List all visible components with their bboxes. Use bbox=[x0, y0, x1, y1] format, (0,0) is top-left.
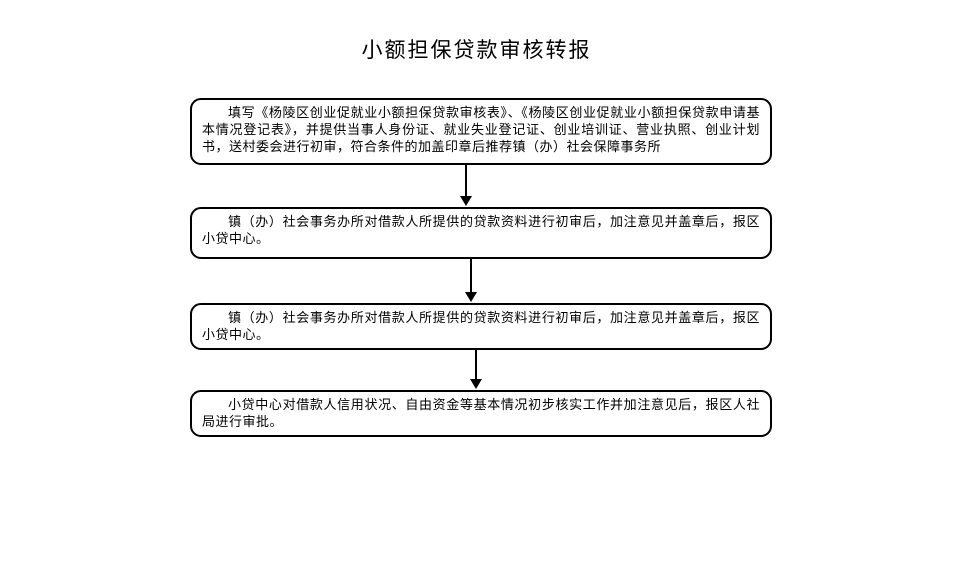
flow-step-1: 填写《杨陵区创业促就业小额担保贷款审核表》、《杨陵区创业促就业小额担保贷款申请基… bbox=[190, 98, 772, 165]
page-title: 小额担保贷款审核转报 bbox=[361, 38, 592, 62]
arrow-down-icon bbox=[465, 292, 477, 302]
arrow-shaft bbox=[470, 259, 472, 292]
flow-arrow-2 bbox=[465, 259, 477, 302]
flow-step-2: 镇（办）社会事务办所对借款人所提供的贷款资料进行初审后，加注意见并盖章后，报区小… bbox=[190, 207, 772, 259]
arrow-shaft bbox=[475, 350, 477, 379]
flow-step-3-text: 镇（办）社会事务办所对借款人所提供的贷款资料进行初审后，加注意见并盖章后，报区小… bbox=[202, 310, 760, 342]
flow-arrow-1 bbox=[460, 165, 472, 206]
arrow-shaft bbox=[465, 165, 467, 196]
flow-step-3: 镇（办）社会事务办所对借款人所提供的贷款资料进行初审后，加注意见并盖章后，报区小… bbox=[190, 303, 772, 350]
arrow-down-icon bbox=[470, 379, 482, 389]
flow-step-1-text: 填写《杨陵区创业促就业小额担保贷款审核表》、《杨陵区创业促就业小额担保贷款申请基… bbox=[202, 105, 760, 154]
arrow-down-icon bbox=[460, 196, 472, 206]
flow-arrow-3 bbox=[470, 350, 482, 389]
flow-step-4-text: 小贷中心对借款人信用状况、自由资金等基本情况初步核实工作并加注意见后，报区人社局… bbox=[202, 397, 760, 429]
flow-step-2-text: 镇（办）社会事务办所对借款人所提供的贷款资料进行初审后，加注意见并盖章后，报区小… bbox=[202, 214, 760, 246]
flow-step-4: 小贷中心对借款人信用状况、自由资金等基本情况初步核实工作并加注意见后，报区人社局… bbox=[190, 390, 772, 437]
